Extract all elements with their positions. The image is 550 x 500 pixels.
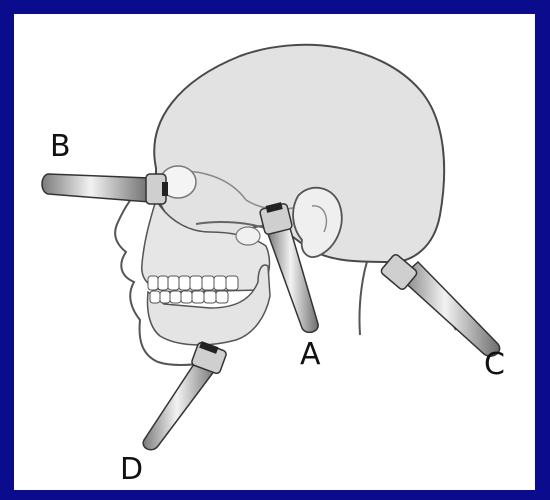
lower-teeth bbox=[150, 291, 228, 303]
probe-c bbox=[380, 253, 500, 356]
upper-teeth bbox=[148, 276, 238, 290]
probe-d bbox=[143, 341, 227, 450]
label-b: B bbox=[50, 132, 71, 162]
probe-b bbox=[42, 174, 168, 204]
condyle bbox=[236, 227, 260, 245]
label-d: D bbox=[120, 455, 143, 485]
label-a: A bbox=[300, 340, 321, 370]
label-c: C bbox=[484, 350, 505, 380]
